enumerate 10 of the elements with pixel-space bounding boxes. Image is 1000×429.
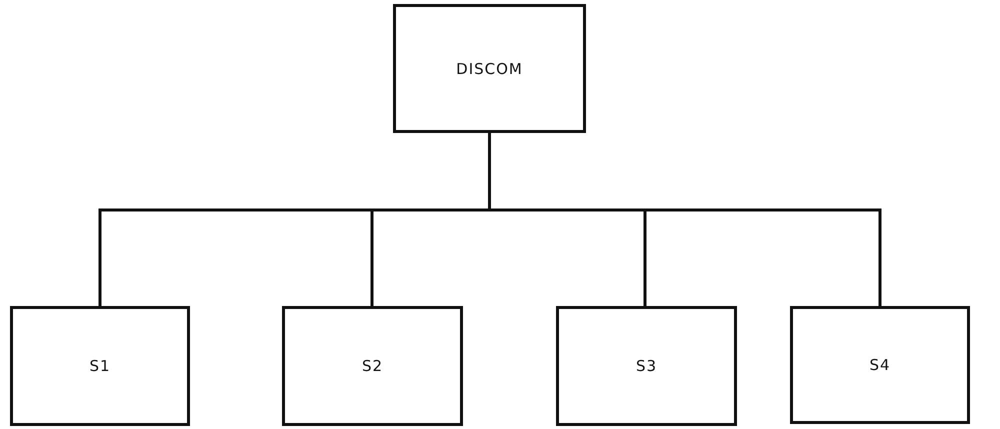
box-label: S3 (636, 357, 658, 375)
box-label: DISCOM (456, 60, 523, 78)
org-box (556, 306, 737, 426)
org-box (393, 4, 586, 133)
org-box (282, 306, 463, 426)
org-box (10, 306, 190, 426)
box-label: S2 (362, 357, 384, 375)
org-box (790, 306, 970, 424)
box-label: S4 (869, 356, 891, 374)
box-label: S1 (89, 357, 111, 375)
